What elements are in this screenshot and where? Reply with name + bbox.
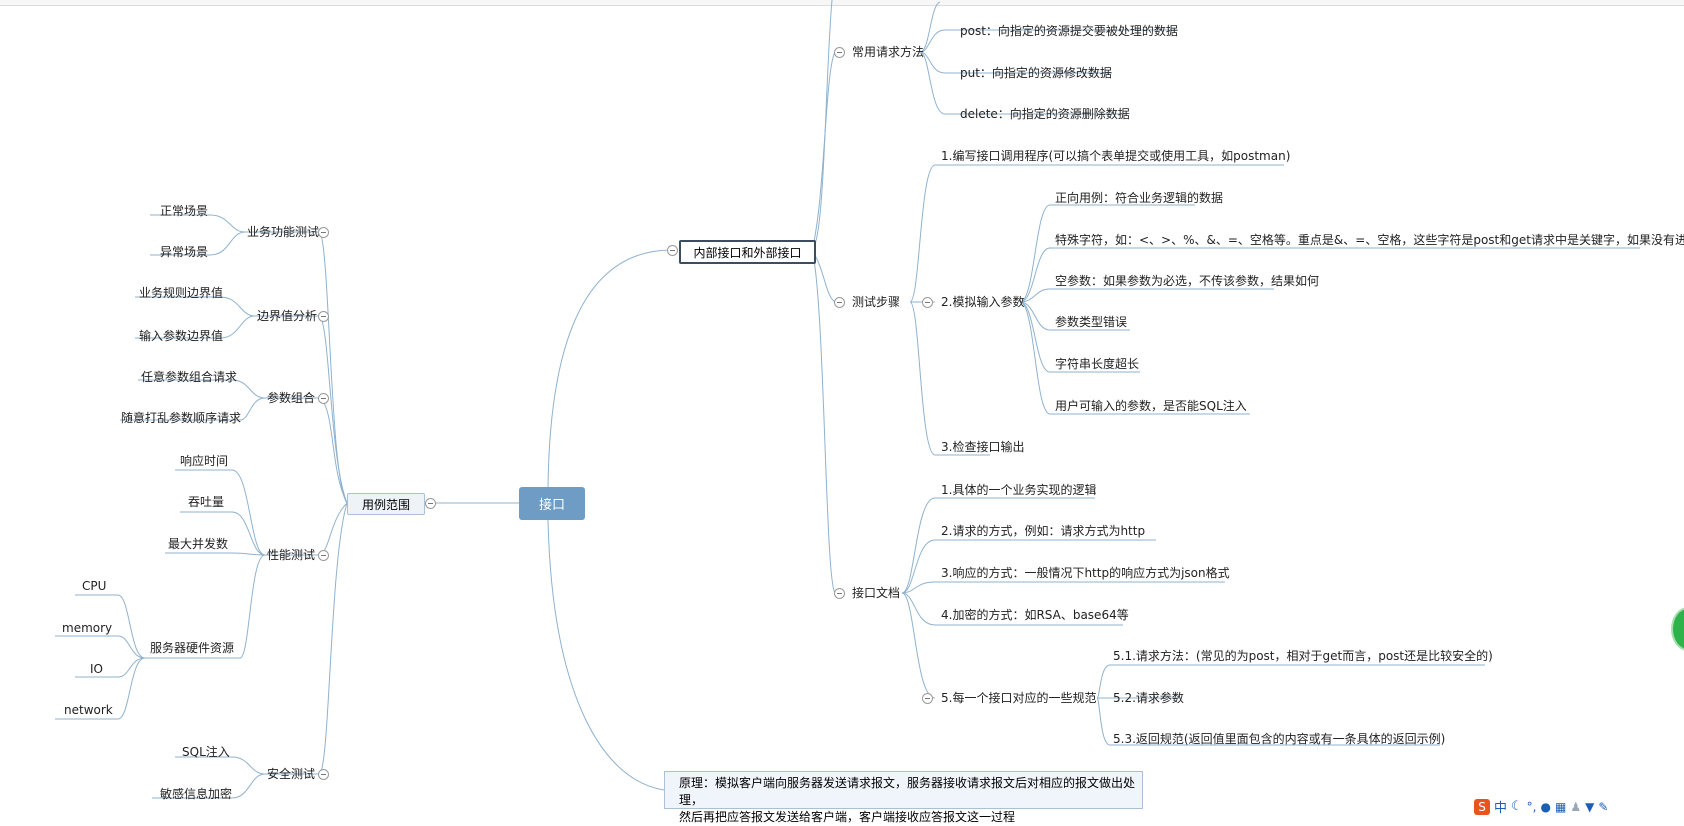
param-special-chars[interactable]: 特殊字符，如：<、>、%、&、=、空格等。重点是&、=、空格，这些字符是post… [1055,233,1684,247]
leaf-io[interactable]: IO [90,662,103,676]
group-boundary[interactable]: 边界值分析 [257,309,318,323]
step-3[interactable]: 3.检查接口输出 [941,440,1025,454]
method-delete[interactable]: delete：向指定的资源删除数据 [960,107,1130,121]
leaf-biz-boundary[interactable]: 业务规则边界值 [139,286,224,300]
doc-item-2[interactable]: 2.请求的方式，例如：请求方式为http [941,524,1146,538]
scope-collapse-icon[interactable] [425,498,436,509]
leaf-cpu[interactable]: CPU [82,579,107,593]
root-node[interactable]: 接口 [519,487,585,520]
leaf-max-concurrency[interactable]: 最大并发数 [168,537,229,551]
group-business[interactable]: 业务功能测试 [247,225,320,239]
moon-icon[interactable]: ☾ [1511,799,1523,814]
leaf-network[interactable]: network [64,703,113,717]
perf-collapse-icon[interactable] [318,550,329,561]
steps-node[interactable]: 测试步骤 [852,295,901,309]
microphone-icon[interactable]: ● [1540,799,1551,814]
user-icon[interactable]: ♟ [1570,799,1582,814]
group-perf[interactable]: 性能测试 [267,548,316,562]
keyboard-icon[interactable]: ▦ [1554,799,1567,814]
doc-item-3[interactable]: 3.响应的方式：一般情况下http的响应方式为json格式 [941,566,1230,580]
wrench-icon[interactable]: ✎ [1598,799,1609,814]
note-line-2: 然后再把应答报文发送给客户端，客户端接收应答报文这一过程 [679,810,1016,824]
param-type-error[interactable]: 参数类型错误 [1055,315,1128,329]
leaf-sensitive-encryption[interactable]: 敏感信息加密 [160,787,233,801]
param-positive[interactable]: 正向用例：符合业务逻辑的数据 [1055,191,1224,205]
punctuation-icon[interactable]: °, [1526,799,1537,814]
sogou-logo-icon[interactable]: S [1474,798,1490,815]
leaf-shuffle-order[interactable]: 随意打乱参数顺序请求 [121,411,242,425]
leaf-any-combo[interactable]: 任意参数组合请求 [141,370,238,384]
principle-note[interactable]: 原理：模拟客户端向服务器发送请求报文，服务器接收请求报文后对相应的报文做出处理，… [664,771,1143,824]
doc-item-5[interactable]: 5.每一个接口对应的一些规范 [941,691,1097,705]
business-collapse-icon[interactable] [318,227,329,238]
methods-node[interactable]: 常用请求方法 [852,45,925,59]
lang-toggle[interactable]: 中 [1494,801,1508,816]
doc-item-4[interactable]: 4.加密的方式：如RSA、base64等 [941,608,1129,622]
leaf-normal[interactable]: 正常场景 [160,204,209,218]
step-2[interactable]: 2.模拟输入参数 [941,295,1025,309]
main-collapse-icon[interactable] [667,245,678,256]
combo-collapse-icon[interactable] [318,393,329,404]
leaf-memory[interactable]: memory [62,621,113,635]
leaf-abnormal[interactable]: 异常场景 [160,245,209,259]
group-combo[interactable]: 参数组合 [267,391,316,405]
leaf-sql-injection[interactable]: SQL注入 [182,745,230,759]
spec-request-params[interactable]: 5.2.请求参数 [1113,691,1184,705]
top-border [0,0,1684,6]
spec-request-method[interactable]: 5.1.请求方法：(常见的为post，相对于get而言，post还是比较安全的) [1113,649,1493,663]
step-1[interactable]: 1.编写接口调用程序(可以搞个表单提交或使用工具，如postman) [941,149,1291,163]
subgroup-hardware[interactable]: 服务器硬件资源 [150,641,235,655]
boundary-collapse-icon[interactable] [318,311,329,322]
methods-collapse-icon[interactable] [834,47,845,58]
doc-item-1[interactable]: 1.具体的一个业务实现的逻辑 [941,483,1097,497]
method-put[interactable]: put：向指定的资源修改数据 [960,66,1112,80]
leaf-response-time[interactable]: 响应时间 [180,454,229,468]
note-line-1: 原理：模拟客户端向服务器发送请求报文，服务器接收请求报文后对相应的报文做出处理， [679,776,1136,807]
ime-toolbar: S 中 ☾ °, ● ▦ ♟ ▼ ✎ [1474,796,1608,817]
scope-node[interactable]: 用例范围 [347,493,425,515]
main-node[interactable]: 内部接口和外部接口 [679,240,816,264]
leaf-input-boundary[interactable]: 输入参数边界值 [139,329,224,343]
method-post[interactable]: post：向指定的资源提交要被处理的数据 [960,24,1178,38]
param-empty[interactable]: 空参数：如果参数为必选，不传该参数，结果如何 [1055,274,1320,288]
param-too-long[interactable]: 字符串长度超长 [1055,357,1140,371]
item5-collapse-icon[interactable] [922,693,933,704]
group-security[interactable]: 安全测试 [267,767,316,781]
steps-collapse-icon[interactable] [834,297,845,308]
spec-response[interactable]: 5.3.返回规范(返回值里面包含的内容或有一条具体的返回示例) [1113,732,1446,746]
docs-collapse-icon[interactable] [834,588,845,599]
docs-node[interactable]: 接口文档 [852,586,901,600]
step2-collapse-icon[interactable] [922,297,933,308]
security-collapse-icon[interactable] [318,769,329,780]
param-sql-injection[interactable]: 用户可输入的参数，是否能SQL注入 [1055,399,1247,413]
shirt-icon[interactable]: ▼ [1585,799,1595,814]
leaf-throughput[interactable]: 吞吐量 [188,495,225,509]
